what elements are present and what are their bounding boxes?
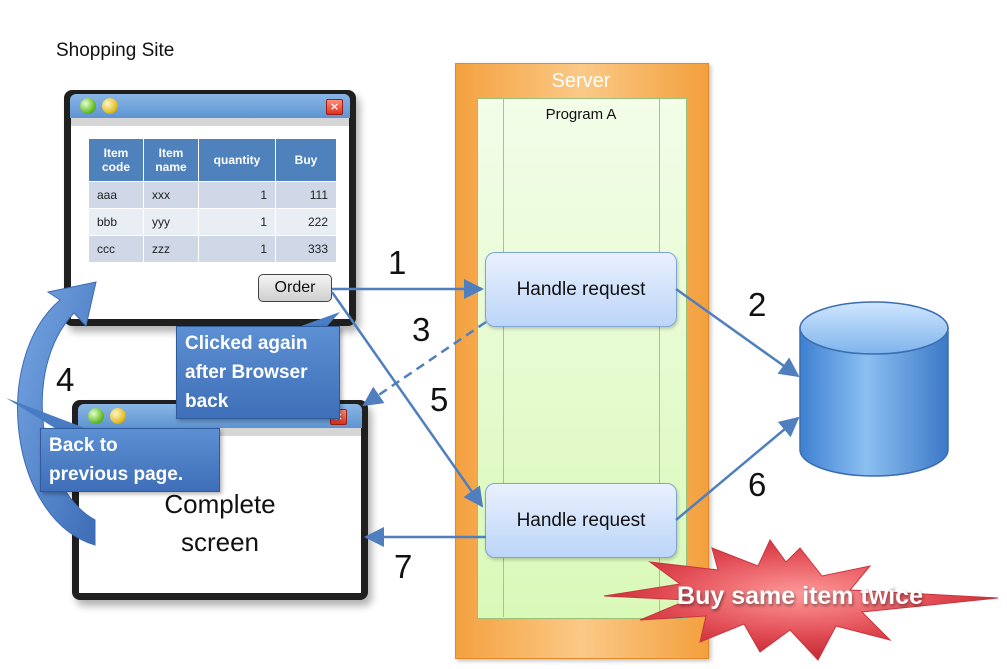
- burst-text: Buy same item twice: [677, 582, 923, 610]
- header-buy: Buy: [275, 138, 337, 182]
- window-toolbar-strip: [71, 118, 349, 126]
- callout-line: previous page.: [49, 464, 184, 485]
- arrow-step-2: [675, 287, 800, 378]
- handle-request-box-1: Handle request: [485, 252, 677, 327]
- page-title: Shopping Site: [56, 40, 175, 61]
- program-lifeline-left: [503, 99, 504, 617]
- arrow-step-3: [362, 320, 487, 407]
- header-item-code: Item code: [88, 138, 144, 182]
- cell-item-name: yyy: [143, 208, 199, 236]
- arrow-step-6: [675, 416, 800, 521]
- callout-pointer-back: [6, 398, 90, 430]
- step-label-2: 2: [748, 286, 767, 323]
- back-curve-arrow: [17, 281, 97, 546]
- step-label-3: 3: [412, 311, 431, 348]
- cell-buy: 333: [275, 235, 337, 263]
- cell-buy: 222: [275, 208, 337, 236]
- window-yellow-button-icon[interactable]: [102, 98, 118, 114]
- callout-line: after Browser: [185, 362, 308, 383]
- close-icon[interactable]: ×: [326, 99, 343, 115]
- window-toolbar-strip: [79, 428, 361, 436]
- complete-screen-text: Complete screen: [130, 485, 310, 561]
- callout-back-to-previous: Back to previous page.: [40, 428, 220, 492]
- cell-item-code: ccc: [88, 235, 144, 263]
- header-item-name: Item name: [143, 138, 199, 182]
- complete-line-2: screen: [180, 527, 260, 557]
- callout-line: Clicked again: [185, 333, 308, 354]
- table-row: aaa xxx 1 111: [88, 181, 337, 209]
- callout-clicked-again: Clicked again after Browser back: [176, 326, 340, 419]
- step-label-1: 1: [388, 244, 407, 281]
- cell-item-code: bbb: [88, 208, 144, 236]
- cell-item-code: aaa: [88, 181, 144, 209]
- handle-request-box-2: Handle request: [485, 483, 677, 558]
- window-green-button-icon[interactable]: [80, 98, 96, 114]
- step-label-5: 5: [430, 381, 449, 418]
- step-label-7: 7: [394, 548, 413, 585]
- step-label-6: 6: [748, 466, 767, 503]
- callout-line: Back to: [49, 435, 118, 456]
- table-row: ccc zzz 1 333: [88, 235, 337, 263]
- program-lifeline-right: [659, 99, 660, 617]
- window-yellow-button-icon[interactable]: [110, 408, 126, 424]
- callout-line: back: [185, 391, 229, 412]
- program-a-label: Program A: [545, 106, 617, 123]
- cell-quantity: 1: [198, 181, 276, 209]
- order-button[interactable]: Order: [258, 274, 332, 302]
- table-row: bbb yyy 1 222: [88, 208, 337, 236]
- cell-item-name: xxx: [143, 181, 199, 209]
- server-label: Server: [551, 70, 611, 92]
- header-quantity: quantity: [198, 138, 276, 182]
- arrow-step-5: [330, 291, 484, 508]
- burst-shape: [603, 539, 999, 661]
- cart-table: Item code Item name quantity Buy aaa xxx…: [88, 138, 337, 263]
- table-header-row: Item code Item name quantity Buy: [88, 138, 337, 182]
- database-icon: [799, 301, 949, 477]
- complete-line-1: Complete: [164, 489, 276, 519]
- cell-buy: 111: [275, 181, 337, 209]
- step-label-4: 4: [56, 361, 75, 398]
- window-green-button-icon[interactable]: [88, 408, 104, 424]
- cell-quantity: 1: [198, 235, 276, 263]
